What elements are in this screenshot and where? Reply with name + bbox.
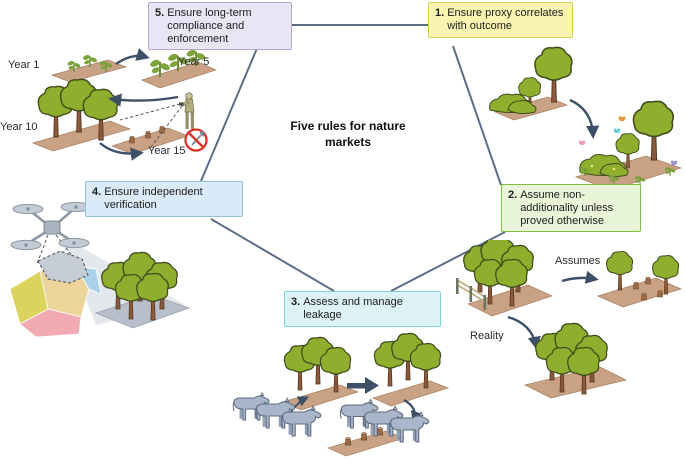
ground-strip-year10 <box>31 120 132 152</box>
year15-label: Year 15 <box>148 145 186 157</box>
arrow-year1-to-year5 <box>115 48 150 65</box>
arrow-year10-to-year15 <box>99 142 144 161</box>
arrow-reality <box>507 315 541 350</box>
drone-icon <box>10 201 92 251</box>
butterfly-icon <box>578 140 586 145</box>
connector-line <box>452 45 502 186</box>
connector-line <box>200 45 259 182</box>
rule-text: Ensure long-term compliance and enforcem… <box>167 7 252 45</box>
stump-icon <box>344 437 352 446</box>
stump-icon <box>633 281 639 290</box>
stump-icon <box>129 135 135 144</box>
rule-number: 3. <box>291 296 301 308</box>
rule-text: Assume non-additionality unless proved o… <box>520 189 614 227</box>
butterfly-icon <box>670 160 678 165</box>
rule-number: 5. <box>155 7 165 19</box>
rule-box-5: 5. Ensure long-term compliance and enfor… <box>148 2 292 51</box>
tree-icon <box>534 46 573 103</box>
bush-icon <box>489 93 537 115</box>
arrow-cattle-to-forest <box>289 396 309 414</box>
land-cover-map-icon <box>9 250 102 338</box>
arrow-proxy-outcome <box>569 98 600 139</box>
stump-icon <box>645 276 651 285</box>
cleared-strip <box>597 277 682 308</box>
rule-box-3: 3. Assess and manage leakage <box>284 291 441 327</box>
bush-icon <box>579 154 629 178</box>
rule-box-4: 4. Ensure independent verification <box>85 181 243 217</box>
connector-line <box>210 218 335 292</box>
fence-icon <box>456 278 487 310</box>
tree-icon <box>319 346 352 393</box>
rule-text: Ensure proxy correlates with outcome <box>447 7 564 32</box>
surveyor-person-icon <box>179 92 195 129</box>
stump-icon <box>641 292 647 301</box>
stump-icon <box>360 432 368 441</box>
rule-text: Assess and manage leakage <box>303 296 403 321</box>
ground-strip <box>371 380 450 407</box>
arrow-assumes <box>561 270 599 284</box>
butterfly-icon <box>613 128 621 133</box>
assumes-label: Assumes <box>555 255 601 267</box>
butterfly-icon <box>618 116 626 122</box>
tree-icon <box>632 100 674 161</box>
stump-icon <box>145 130 151 139</box>
stump-icon <box>376 427 384 436</box>
figure-title: Five rules for nature markets <box>290 119 406 149</box>
year10-label: Year 10 <box>0 121 38 133</box>
additionality-illustration <box>456 240 682 399</box>
year5-label: Year 5 <box>178 56 210 68</box>
reality-label: Reality <box>470 330 504 342</box>
tree-icon <box>606 251 634 291</box>
ground-strip-year5 <box>141 61 217 89</box>
stump-icon <box>657 289 663 298</box>
rule-text: Ensure independent verification <box>104 186 203 211</box>
rule-box-1: 1. Ensure proxy correlates with outcome <box>428 2 573 38</box>
leakage-illustration <box>232 332 450 457</box>
arrow-year5-to-year10 <box>108 93 179 107</box>
no-logging-icon <box>184 128 208 152</box>
verification-illustration <box>9 201 191 338</box>
proxy-illustration <box>489 46 683 191</box>
rule-number: 1. <box>435 7 445 19</box>
arrow-forest-shift <box>347 377 379 394</box>
year1-label: Year 1 <box>8 59 40 71</box>
rule-number: 4. <box>92 186 102 198</box>
timeline-illustration <box>31 47 217 161</box>
ground-strip-year1 <box>50 59 128 83</box>
tree-icon <box>409 342 442 389</box>
rule-number: 2. <box>508 189 518 201</box>
rule-box-2: 2. Assume non-additionality unless prove… <box>501 184 641 233</box>
arrow-forest-to-cattle <box>403 399 423 424</box>
